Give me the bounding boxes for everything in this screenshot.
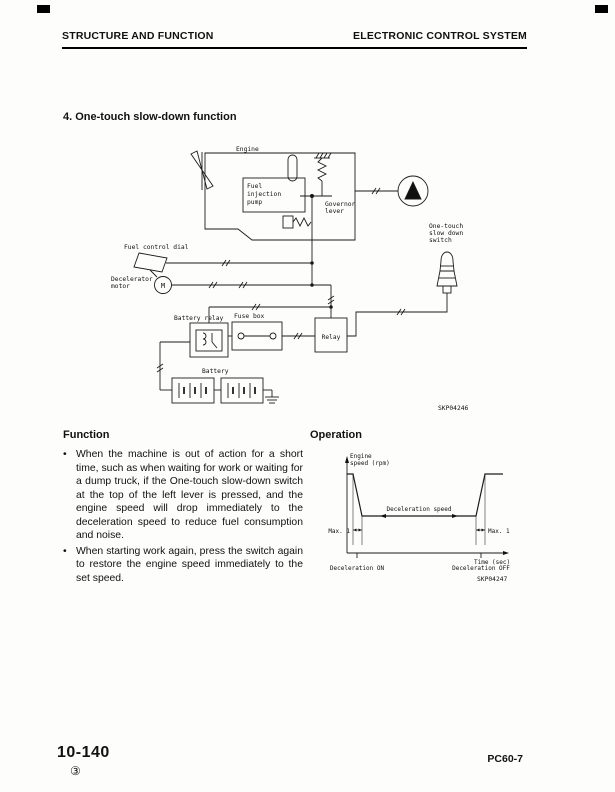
governor-lever-label: lever	[325, 208, 344, 215]
harness-wires	[171, 283, 333, 323]
one-touch-switch-label: switch	[429, 237, 452, 244]
slope-boundary-lines	[352, 474, 486, 545]
header-right: ELECTRONIC CONTROL SYSTEM	[353, 30, 527, 42]
page-header: STRUCTURE AND FUNCTION ELECTRONIC CONTRO…	[62, 30, 527, 49]
fuel-injection-pump-label: Fuel	[247, 183, 262, 190]
figure-id: SKP04247	[477, 576, 508, 583]
battery-label: Battery	[202, 368, 229, 375]
page-number: 10-140	[57, 744, 110, 761]
battery-relay-box	[189, 322, 229, 358]
engine-speed-curve	[347, 473, 503, 517]
print-registration-mark	[595, 5, 608, 13]
deceleration-off-label: Deceleration OFF	[452, 565, 510, 572]
fuse-box-icon	[228, 321, 315, 351]
graph-y-label: Engine	[350, 453, 372, 460]
fuel-control-dial-label: Fuel control dial	[124, 244, 189, 251]
bullet-marker: •	[63, 545, 67, 557]
print-registration-mark	[37, 5, 50, 13]
fuel-injection-pump-label: injection	[247, 191, 281, 198]
one-touch-switch-label: slow down	[429, 230, 463, 237]
fuel-control-dial-icon	[133, 252, 314, 278]
revision-mark: ③	[70, 764, 81, 778]
graph-y-label: speed (rpm)	[350, 460, 390, 467]
motor-symbol: M	[161, 282, 165, 290]
deceleration-speed-label: Deceleration speed	[386, 506, 451, 513]
operation-graph: Engine speed (rpm) Deceleration speed Ma…	[328, 453, 510, 583]
function-bullet: • When starting work again, press the sw…	[63, 545, 303, 586]
model-code: PC60-7	[487, 753, 523, 765]
decelerator-motor-label: motor	[111, 283, 130, 290]
operation-heading: Operation	[310, 429, 362, 441]
section-title: 4. One-touch slow-down function	[63, 111, 237, 123]
governor-linkage	[282, 152, 332, 285]
battery-icon	[159, 341, 279, 404]
figure-id: SKP04246	[438, 405, 469, 412]
battery-relay-label: Battery relay	[174, 315, 223, 322]
graph-x-label: Time (sec)	[474, 559, 510, 566]
decelerator-motor-label: Decelerator	[111, 276, 153, 283]
fuel-injection-pump-box	[242, 177, 306, 213]
engine-label: Engine	[236, 146, 259, 153]
one-touch-switch-label: One-touch	[429, 223, 463, 230]
header-left: STRUCTURE AND FUNCTION	[62, 30, 214, 42]
fuse-box-label: Fuse box	[234, 313, 265, 320]
relay-label: Relay	[322, 334, 341, 341]
max-1-label: Max. 1	[488, 528, 510, 535]
bullet-marker: •	[63, 449, 67, 460]
one-touch-switch-knob	[347, 251, 458, 337]
slowdown-circuit-diagram: Engine Fuel injection pump Governor leve…	[111, 146, 469, 412]
hydraulic-pump-icon	[355, 175, 429, 207]
function-section: Function • When the machine is out of ac…	[63, 429, 303, 587]
function-bullet-text: When starting work again, press the swit…	[76, 545, 303, 584]
harness-break-marks	[156, 187, 406, 373]
engine-outline	[204, 152, 356, 241]
governor-lever-label: Governor	[325, 201, 356, 208]
fan-icon	[190, 150, 214, 190]
fuel-injection-pump-label: pump	[247, 199, 262, 206]
function-bullet: • When the machine is out of action for …	[63, 448, 303, 543]
deceleration-on-label: Deceleration ON	[330, 565, 385, 572]
function-bullet-text: When the machine is out of action for a …	[76, 449, 303, 542]
relay-box	[314, 317, 348, 353]
function-heading: Function	[63, 429, 110, 441]
max-1-label: Max. 1	[328, 528, 350, 535]
